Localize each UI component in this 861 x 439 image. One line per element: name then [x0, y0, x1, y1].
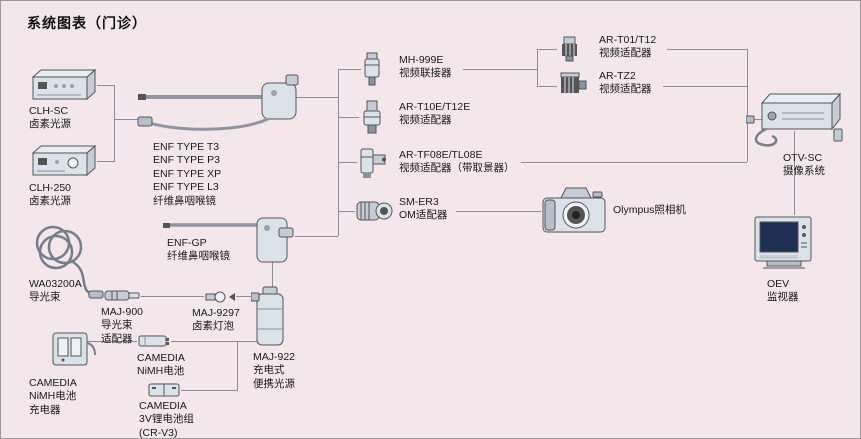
enf-scopes-label: ENF TYPE T3 ENF TYPE P3 ENF TYPE XP ENF …: [153, 141, 222, 207]
battery-charger-icon: [49, 327, 99, 373]
oev-monitor-icon: [753, 215, 815, 273]
enf-endoscope-icon: [136, 73, 316, 135]
connector-line: [747, 49, 748, 162]
connector-line: [338, 162, 357, 163]
connector-line: [114, 119, 140, 120]
ar-t01-label: AR-T01/T12 视频适配器: [599, 34, 657, 60]
ar-t10e-label: AR-T10E/T12E 视频适配器: [399, 101, 471, 127]
clh-250-label: CLH-250 卤素光源: [29, 182, 72, 208]
light-guide-cable-icon: [29, 221, 105, 301]
mh-999e-connector-icon: [361, 51, 383, 87]
ar-t01-adapter-icon: [557, 35, 583, 63]
mh-999e-label: MH-999E 视频联接器: [399, 54, 452, 80]
enf-gp-endoscope-icon: [161, 214, 301, 266]
ar-tz2-adapter-icon: [557, 71, 587, 101]
maj-922-portable-light-icon: [251, 285, 289, 347]
connector-line: [237, 341, 238, 391]
connector-line: [171, 341, 257, 342]
connector-line: [747, 119, 763, 120]
ar-tf08e-label: AR-TF08E/TL08E 视频适配器（带取景器）: [399, 149, 515, 175]
connector-line: [537, 49, 538, 86]
maj-9297-label: MAJ-9297 卤素灯泡: [192, 307, 240, 333]
sm-er3-label: SM-ER3 OM适配器: [399, 196, 448, 222]
connector-line: [295, 236, 338, 237]
camedia-charger-label: CAMEDIA NiMH电池 充电器: [29, 377, 77, 416]
otv-sc-label: OTV-SC 摄像系统: [783, 152, 825, 178]
connector-line: [463, 69, 537, 70]
ar-tz2-label: AR-TZ2 视频适配器: [599, 70, 652, 96]
enf-gp-label: ENF-GP 纤维鼻咽喉镜: [167, 237, 230, 263]
olympus-camera-label: Olympus照相机: [613, 204, 686, 216]
connector-line: [97, 85, 114, 86]
connector-line: [272, 262, 273, 288]
ar-tf08e-adapter-icon: [357, 145, 387, 179]
ar-t10e-adapter-icon: [359, 99, 385, 135]
connector-line: [114, 85, 115, 162]
connector-line: [537, 49, 557, 50]
olympus-camera-icon: [541, 184, 607, 236]
connector-line: [537, 86, 557, 87]
oev-label: OEV 监视器: [767, 278, 799, 304]
wa03200a-label: WA03200A 导光束: [29, 278, 82, 304]
connector-line: [667, 49, 747, 50]
connector-line: [794, 131, 795, 215]
connector-line: [296, 97, 338, 98]
maj-922-label: MAJ-922 充电式 便携光源: [253, 351, 296, 390]
maj-9297-lamp-icon: [204, 290, 236, 304]
clh-sc-label: CLH-SC 卤素光源: [29, 105, 71, 131]
clh-sc-light-source-icon: [29, 67, 97, 103]
connector-line: [141, 296, 204, 297]
connector-line: [456, 211, 541, 212]
connector-line: [97, 161, 114, 162]
page-title: 系统图表（门诊）: [27, 15, 147, 31]
sm-er3-adapter-icon: [355, 194, 393, 228]
nimh-battery-icon: [137, 333, 171, 349]
connector-line: [521, 162, 747, 163]
connector-line: [338, 117, 359, 118]
connector-line: [181, 390, 237, 391]
maj-900-adapter-icon: [103, 287, 141, 303]
lithium-battery-icon: [147, 382, 181, 398]
connector-line: [338, 69, 361, 70]
camedia-nimh-label: CAMEDIA NiMH电池: [137, 352, 185, 378]
connector-line: [87, 341, 137, 342]
connector-line: [338, 211, 355, 212]
connector-line: [236, 296, 251, 297]
connector-line: [663, 86, 747, 87]
otv-sc-camera-system-icon: [746, 89, 846, 151]
clh-250-light-source-icon: [29, 143, 97, 179]
connector-line: [338, 69, 339, 236]
maj-900-label: MAJ-900 导光束 适配器: [101, 306, 144, 345]
camedia-cr-v3-label: CAMEDIA 3V锂电池组 (CR-V3): [139, 400, 194, 439]
